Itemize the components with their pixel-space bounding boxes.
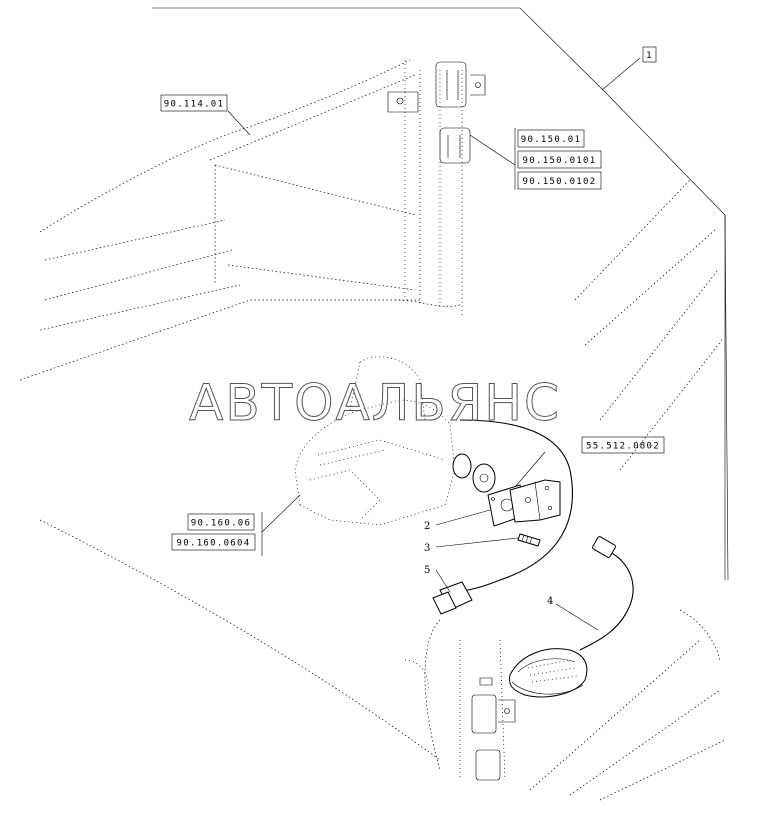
callout-main-ref: 1 — [642, 46, 657, 63]
cab-dotted-lines — [19, 59, 726, 801]
foot-pedal — [509, 536, 634, 698]
upper-hinge-post — [387, 60, 486, 315]
part-numbers: 2 3 5 4 — [424, 521, 553, 607]
callout-main-ref-text: 1 — [646, 51, 653, 61]
callout-bracket-ref: 55.512.0802 — [581, 436, 665, 454]
part-number-2: 2 — [424, 521, 430, 532]
callout-ref-hinge-1-text: 90.150.01 — [521, 135, 581, 145]
watermark: АВТОАЛЬЯНС — [189, 374, 561, 432]
callout-ref-top-left-text: 90.114.01 — [164, 100, 224, 110]
leader-lines — [227, 57, 641, 631]
callout-seat-refs: 90.160.06 90.160.0604 — [171, 513, 256, 551]
cab-outline — [152, 7, 729, 581]
callout-ref-hinge-3-text: 90.150.0102 — [523, 177, 597, 187]
callout-ref-top-left: 90.114.01 — [160, 94, 228, 112]
callout-ref-seat-2-text: 90.160.0604 — [177, 539, 251, 549]
seat-outline — [294, 356, 456, 526]
callout-ref-hinge-2-text: 90.150.0101 — [523, 156, 597, 166]
part-number-3: 3 — [424, 543, 430, 554]
callout-hinge-refs: 90.150.01 90.150.0101 90.150.0102 — [517, 129, 602, 190]
part-number-4: 4 — [547, 596, 553, 607]
callout-ref-seat-1-text: 90.160.06 — [191, 519, 251, 529]
callout-ref-bracket-text: 55.512.0802 — [586, 442, 660, 452]
lower-hinge — [404, 639, 516, 781]
switch-assembly — [432, 419, 573, 615]
part-number-5: 5 — [424, 565, 430, 576]
